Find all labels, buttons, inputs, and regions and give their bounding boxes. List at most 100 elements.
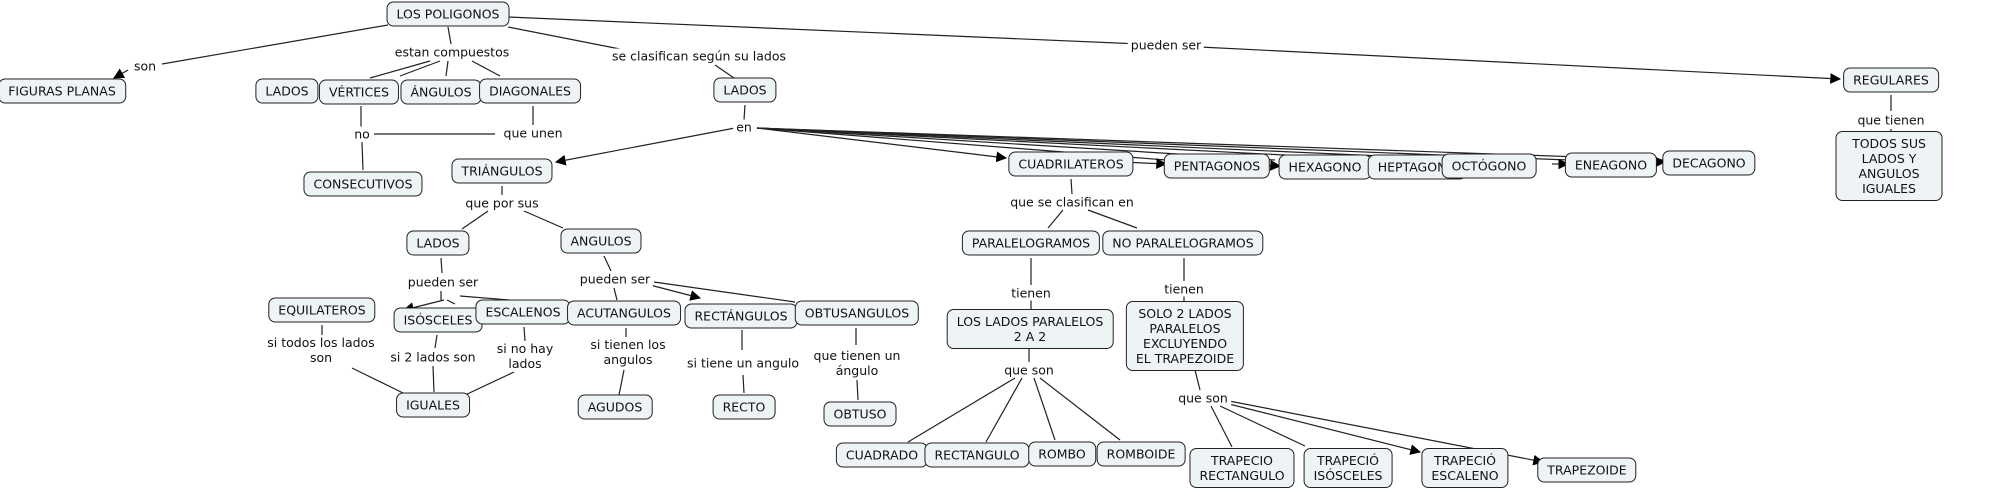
arrow-to-triangulos [554,127,736,166]
link-label-que-tienen: que tienen [1854,112,1928,128]
link-label-que-por-sus: que por sus [462,195,542,211]
link-label-si-tienen-los-angulos: si tienen los angulos [587,337,669,367]
arrow-to-cuadrilateros [756,127,1008,163]
connector-line [461,210,489,230]
connector-line [432,365,435,393]
link-label-angulos-pueden-ser: pueden ser [576,271,654,287]
link-label-estan-compuestos: estan compuestos [391,44,513,60]
connector-line [618,369,625,396]
connector-line [1210,405,1233,448]
concept-consecutivos[interactable]: CONSECUTIVOS [303,171,423,197]
concept-trapecio-rectangulo[interactable]: TRAPECIO RECTANGULO [1189,448,1295,488]
connector-line [742,374,745,394]
connector-line [613,287,618,301]
connector-line [1070,178,1073,195]
link-label-si-todos-los-lados: si todos los lados son [264,335,378,365]
link-label-tienen: tienen [1008,285,1054,301]
arrow-to-regulares [1199,46,1842,84]
concept-triangulos[interactable]: TRIÁNGULOS [451,158,553,184]
concept-trapezoide[interactable]: TRAPEZOIDE [1537,457,1637,483]
connector-line [714,64,735,79]
link-label-que-se-clasifican-en: que se clasifican en [1007,194,1137,210]
link-label-tienen-2: tienen [1161,281,1207,297]
concept-obtuso[interactable]: OBTUSO [823,401,897,427]
connector-line [507,26,626,51]
concept-trapecio-escaleno[interactable]: TRAPECIÓ ESCALENO [1421,448,1509,488]
concept-rectangulos[interactable]: RECTÁNGULOS [684,303,798,329]
connector-line [1194,369,1201,391]
connector-line [1087,209,1138,229]
connector-line [603,255,612,272]
connector-line [462,371,515,397]
concept-no-paralelogramos[interactable]: NO PARALELOGRAMOS [1102,230,1264,256]
connector-line [459,295,511,301]
link-label-que-son: que son [1001,362,1057,378]
connector-line [446,299,456,305]
link-label-en: en [733,119,755,135]
concept-escalenos[interactable]: ESCALENOS [475,299,571,325]
concept-cuadrado[interactable]: CUADRADO [835,442,929,468]
concept-isosceles[interactable]: ISÓSCELES [393,307,483,333]
concept-lados[interactable]: LADOS [255,78,319,104]
concept-los-poligonos[interactable]: LOS POLIGONOS [386,1,510,27]
connector-line [653,281,796,303]
concept-acutangulos[interactable]: ACUTANGULOS [567,300,681,326]
concept-paralelogramos[interactable]: PARALELOGRAMOS [961,230,1101,256]
concept-rectangulo[interactable]: RECTANGULO [924,442,1030,468]
connector-line [447,26,452,45]
concept-pentagonos[interactable]: PENTAGONOS [1163,153,1271,179]
link-label-que-son-2: que son [1175,390,1231,406]
connector-line [161,24,389,65]
concept-romboide[interactable]: ROMBOIDE [1096,441,1186,467]
concept-solo-2-lados-paralelos[interactable]: SOLO 2 LADOS PARALELOS EXCLUYENDO EL TRA… [1125,301,1245,371]
link-label-si-2-lados-son: si 2 lados son [387,349,479,365]
concept-obtusangulos[interactable]: OBTUSANGULOS [794,300,920,326]
connector-line [1039,377,1121,441]
concept-iguales[interactable]: IGUALES [396,392,470,418]
concept-agudos[interactable]: AGUDOS [577,394,653,420]
connector-line [1047,209,1064,229]
concept-todos-iguales[interactable]: TODOS SUS LADOS Y ANGULOS IGUALES [1835,131,1943,201]
arrow-to-figuras-planas [113,68,129,79]
arrow-to-rectangulos [649,284,702,301]
connector-line [907,377,1016,443]
concept-triangulo-lados[interactable]: LADOS [406,230,470,256]
concept-lados-clasificacion[interactable]: LADOS [713,77,777,103]
concept-eneagono[interactable]: ENEAGONO [1564,152,1658,178]
concept-regulares[interactable]: REGULARES [1843,67,1939,93]
link-label-si-no-hay-lados: si no hay lados [493,341,557,371]
connector-line [1033,377,1056,441]
concept-recto[interactable]: RECTO [712,394,776,420]
concept-diagonales[interactable]: DIAGONALES [479,78,581,104]
connector-line [351,367,404,394]
link-label-no: no [351,126,373,142]
link-label-son: son [130,58,160,74]
connector-line [471,60,501,77]
concept-trapecio-isosceles[interactable]: TRAPECIÓ ISÓSCELES [1303,448,1393,488]
concept-figuras-planas[interactable]: FIGURAS PLANAS [0,78,126,104]
connector-line [523,210,564,229]
connector-line [445,60,449,77]
concept-equilateros[interactable]: EQUILATEROS [268,297,376,323]
concept-vertices[interactable]: VÉRTICES [318,79,400,105]
concept-cuadrilateros[interactable]: CUADRILATEROS [1008,151,1134,177]
link-label-si-tiene-un-angulo: si tiene un angulo [684,355,802,371]
concept-hexagono[interactable]: HEXAGONO [1278,154,1372,180]
connector-line [369,60,431,79]
concept-lados-paralelos-2a2[interactable]: LOS LADOS PARALELOS 2 A 2 [946,309,1114,349]
connector-line [434,334,438,349]
connector-line [856,379,859,401]
concept-octogono[interactable]: OCTÓGONO [1441,153,1537,179]
connector-line [756,127,1383,161]
link-label-pueden-ser: pueden ser [1127,37,1205,53]
link-label-que-unen: que unen [500,125,566,141]
concept-triangulo-angulos[interactable]: ANGULOS [560,228,642,254]
concept-angulos[interactable]: ÁNGULOS [400,79,482,105]
arrow-to-trapecio-escaleno [1228,403,1422,455]
connector-line [985,377,1023,443]
concept-rombo[interactable]: ROMBO [1028,441,1096,467]
concept-decagono[interactable]: DECAGONO [1662,150,1756,176]
connector-line [507,16,1141,45]
